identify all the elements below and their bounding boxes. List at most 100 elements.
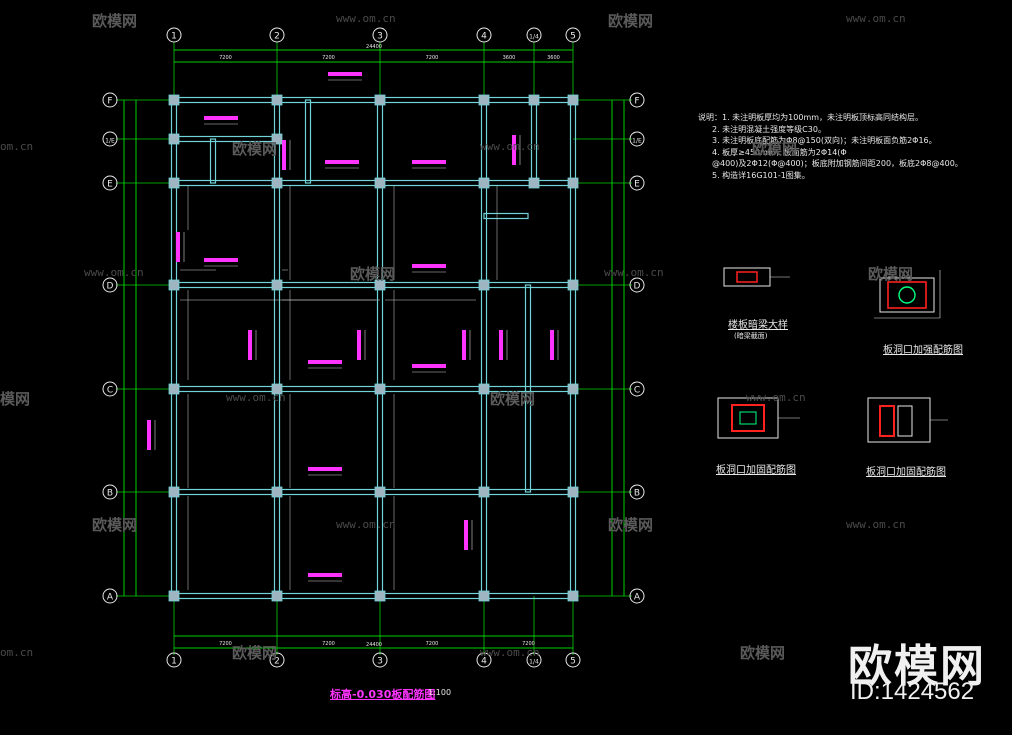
beam: [170, 99, 178, 597]
axis-label: F: [107, 97, 112, 107]
slab-label-mark: [204, 258, 238, 262]
note-line: 5. 构造详16G101-1图集。: [712, 170, 810, 180]
axis-label: E: [107, 180, 113, 190]
axis-label: 1: [171, 657, 177, 667]
watermark-brand: 欧模网: [740, 644, 786, 662]
dim-text: 3600: [503, 55, 516, 61]
axis-label: A: [107, 593, 114, 603]
slab-label-mark: [464, 520, 468, 550]
beam: [173, 592, 574, 600]
watermark-url: www.om.cn: [226, 391, 286, 404]
axis-bubble: [269, 27, 285, 43]
axis-bubble: [166, 27, 182, 43]
plan-scale: 1:100: [428, 688, 452, 697]
watermark-url: www.om.cn: [604, 266, 664, 279]
axis-bubble: [526, 652, 542, 668]
column: [374, 383, 386, 395]
dim-text: 7200: [426, 55, 439, 61]
axis-bubble: [476, 27, 492, 43]
axis-label: 1/E: [632, 138, 642, 145]
watermark-brand: 欧模网: [92, 12, 138, 30]
axis-bubble: [102, 175, 118, 191]
dim-text: 7200: [522, 641, 535, 647]
note-line: 2. 未注明混凝土强度等级C30。: [712, 124, 826, 134]
watermark-brand: 欧模网: [490, 390, 536, 408]
dim-text: 3600: [547, 55, 560, 61]
axis-label: C: [634, 386, 640, 396]
axis-label: 5: [570, 32, 576, 42]
watermark-brand: 欧模网: [350, 265, 396, 283]
watermark-url: www.om.cn: [846, 12, 906, 25]
axis-label: D: [634, 282, 641, 292]
detail-caption-beam: 楼板暗梁大样: [728, 320, 788, 331]
watermark-id: ID:1424562: [850, 678, 975, 705]
axis-label: 1/4: [529, 34, 539, 41]
axis-bubble: [102, 484, 118, 500]
axis-label: 3: [377, 32, 383, 42]
axis-bubble: [629, 175, 645, 191]
axis-label: 5: [570, 657, 576, 667]
watermark-brand: 欧模网: [608, 516, 654, 534]
axis-bubble: [102, 381, 118, 397]
axis-bubble: [629, 277, 645, 293]
axis-label: B: [107, 489, 113, 499]
watermark-brand: 欧模网: [92, 516, 138, 534]
column: [271, 279, 283, 291]
slab-label-mark: [328, 72, 362, 76]
slab-label-mark: [499, 330, 503, 360]
column: [271, 94, 283, 106]
column: [374, 177, 386, 189]
slab-label-mark: [204, 116, 238, 120]
detail-rebar: [897, 405, 913, 437]
dim-text-total: 24400: [366, 44, 382, 50]
watermark-url: www.om.cn: [336, 12, 396, 25]
axis-label: A: [634, 593, 641, 603]
column: [478, 177, 490, 189]
axis-bubble: [372, 652, 388, 668]
axis-label: D: [107, 282, 114, 292]
watermark-url: www.om.cn: [746, 391, 806, 404]
column: [478, 383, 490, 395]
slab-label-mark: [308, 573, 342, 577]
axis-label: 3: [377, 657, 383, 667]
column: [271, 383, 283, 395]
watermark-brand: 模网: [0, 390, 31, 408]
axis-label: 1: [171, 32, 177, 42]
detail-rebar: [879, 405, 895, 437]
column: [528, 177, 540, 189]
watermark-brand: 欧模网: [232, 644, 278, 662]
axis-bubble: [102, 277, 118, 293]
column: [374, 590, 386, 602]
beam: [304, 99, 312, 184]
beam: [480, 99, 488, 597]
axis-bubble: [629, 92, 645, 108]
plan-title: 标高-0.030板配筋图: [330, 688, 436, 701]
detail-caption-opening-1: 板洞口加强配筋图: [883, 345, 963, 356]
axis-bubble: [565, 27, 581, 43]
column: [168, 383, 180, 395]
detail-caption-opening-3: 板洞口加固配筋图: [866, 467, 946, 478]
beam: [173, 96, 574, 104]
column: [567, 279, 579, 291]
column: [168, 133, 180, 145]
slab-label-mark: [176, 232, 180, 262]
column: [168, 486, 180, 498]
note-line: 4. 板厚≥450mm，板面筋为2Φ14(Φ: [712, 147, 847, 157]
axis-label: 1/E: [105, 138, 115, 145]
watermark-brand: 欧模网: [752, 140, 798, 158]
detail-opening: [739, 411, 757, 425]
watermark-url: om.cn: [0, 140, 34, 153]
watermark-url: www.om.cn: [336, 518, 396, 531]
column: [374, 94, 386, 106]
column: [478, 94, 490, 106]
axis-bubble: [629, 588, 645, 604]
beam: [524, 284, 532, 493]
watermark-brand: 欧模网: [608, 12, 654, 30]
watermark-url: www.om.cn: [480, 140, 540, 153]
watermark-brand: 欧模网: [232, 140, 278, 158]
slab-label-mark: [512, 135, 516, 165]
axis-bubble: [526, 27, 542, 43]
watermark-url: www.om.cn: [84, 266, 144, 279]
column: [374, 486, 386, 498]
